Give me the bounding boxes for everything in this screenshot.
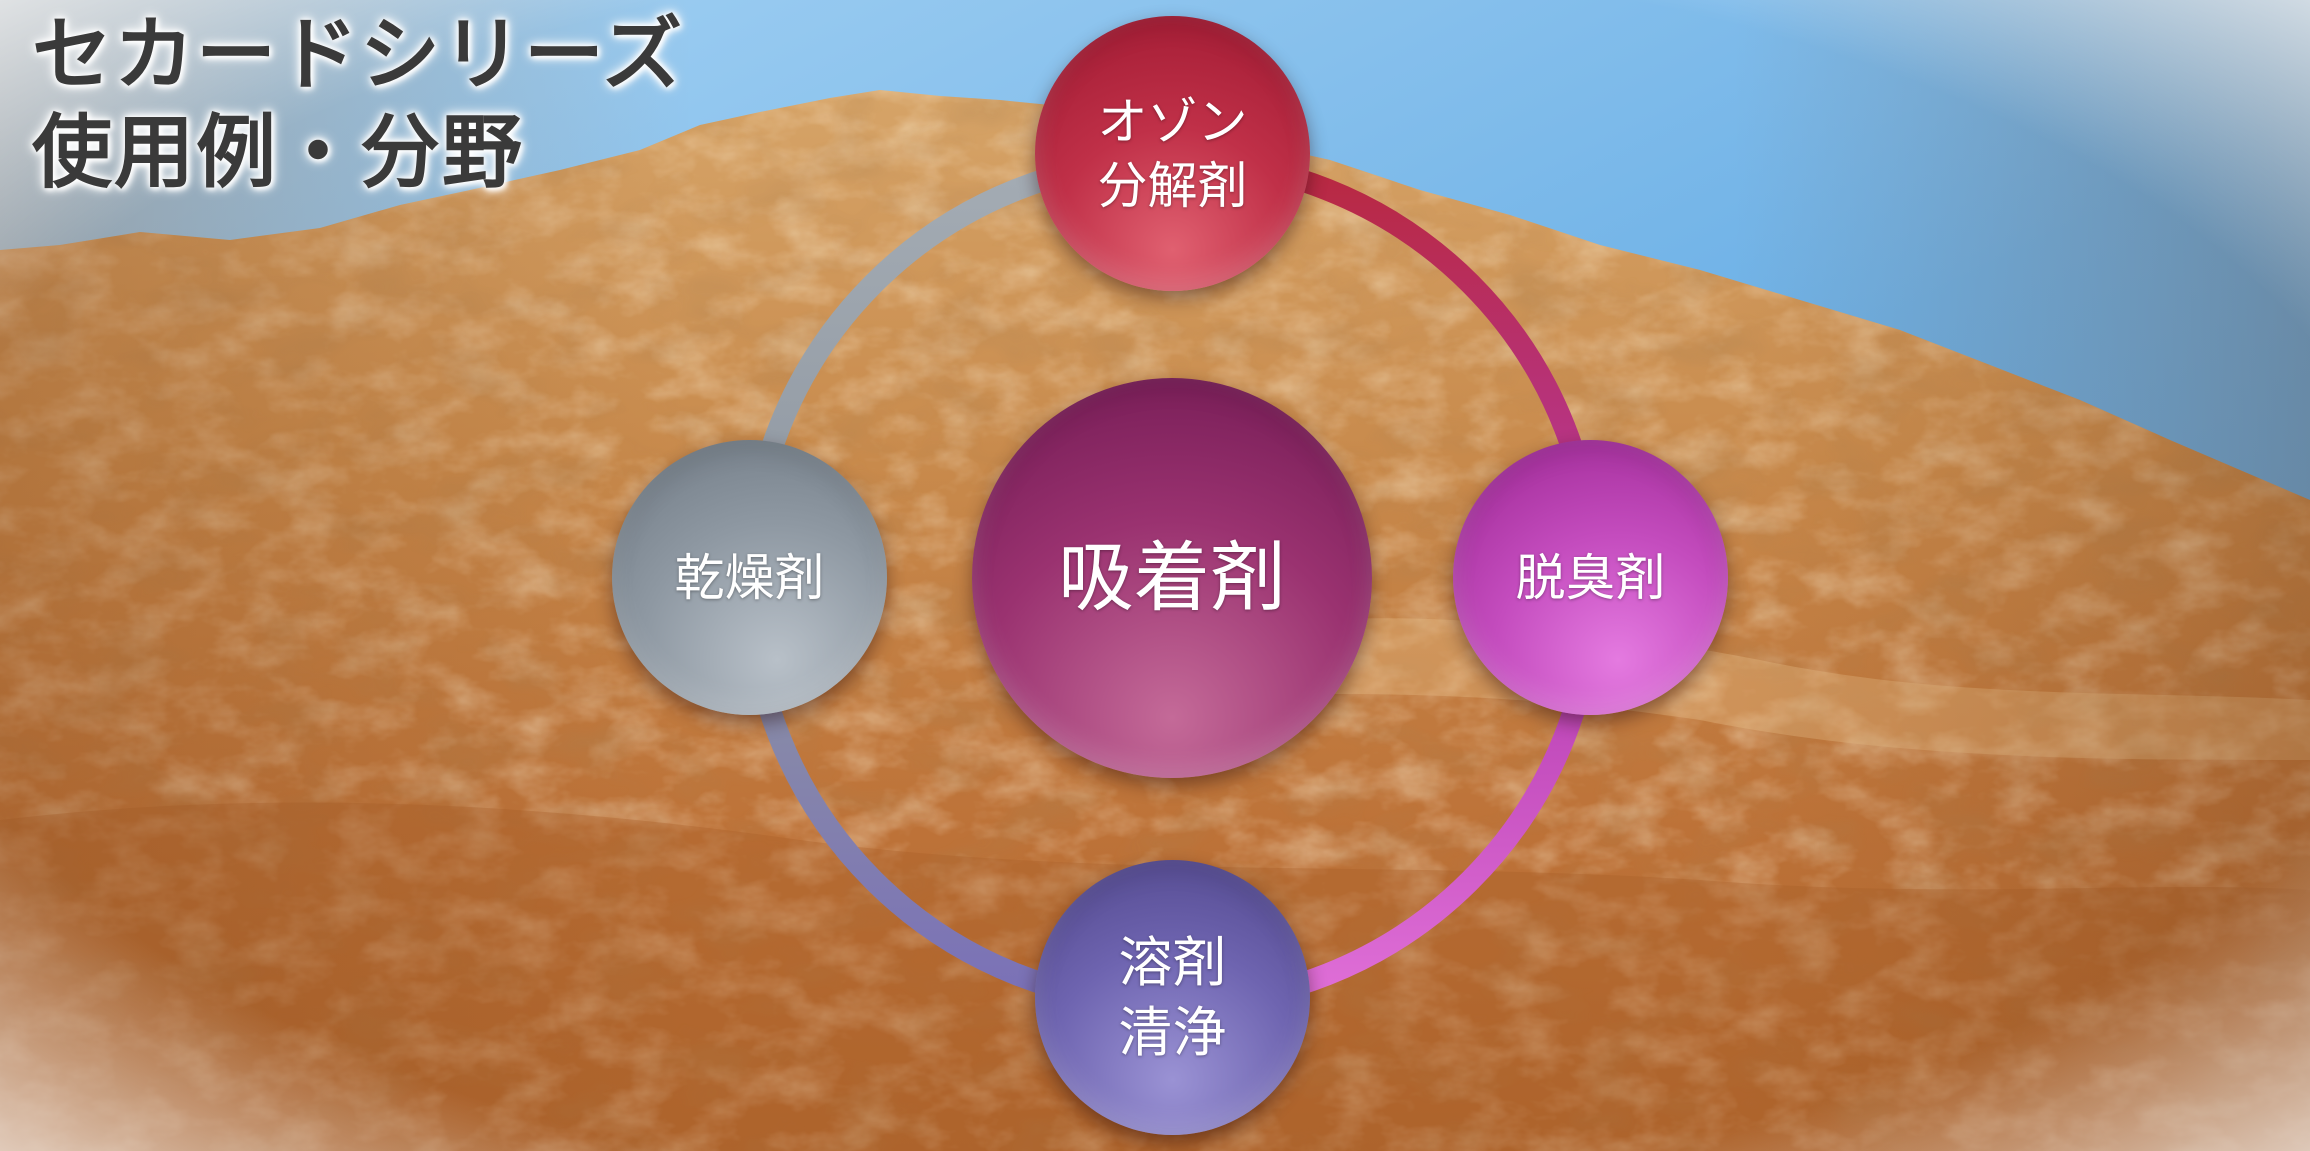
node-desiccant: 乾燥剤 [612, 440, 887, 715]
node-solvent-cleaning: 溶剤 清浄 [1035, 860, 1310, 1135]
node-label-line: 溶剤 [1118, 930, 1227, 994]
center-label: 吸着剤 [1058, 533, 1286, 622]
node-label-line: オゾン [1097, 92, 1248, 151]
node-label-line: 乾燥剤 [674, 548, 825, 607]
node-deodorant: 脱臭剤 [1453, 440, 1728, 715]
node-label-line: 清浄 [1118, 1000, 1227, 1064]
node-label-line: 分解剤 [1097, 156, 1248, 215]
node-label-line: 脱臭剤 [1515, 548, 1666, 607]
node-ozone-decomposer: オゾン 分解剤 [1035, 16, 1310, 291]
node-center-adsorbent: 吸着剤 [972, 378, 1372, 778]
title-subtitle: 使用例・分野 [32, 105, 524, 199]
title-series-name: セカードシリーズ [32, 7, 684, 101]
